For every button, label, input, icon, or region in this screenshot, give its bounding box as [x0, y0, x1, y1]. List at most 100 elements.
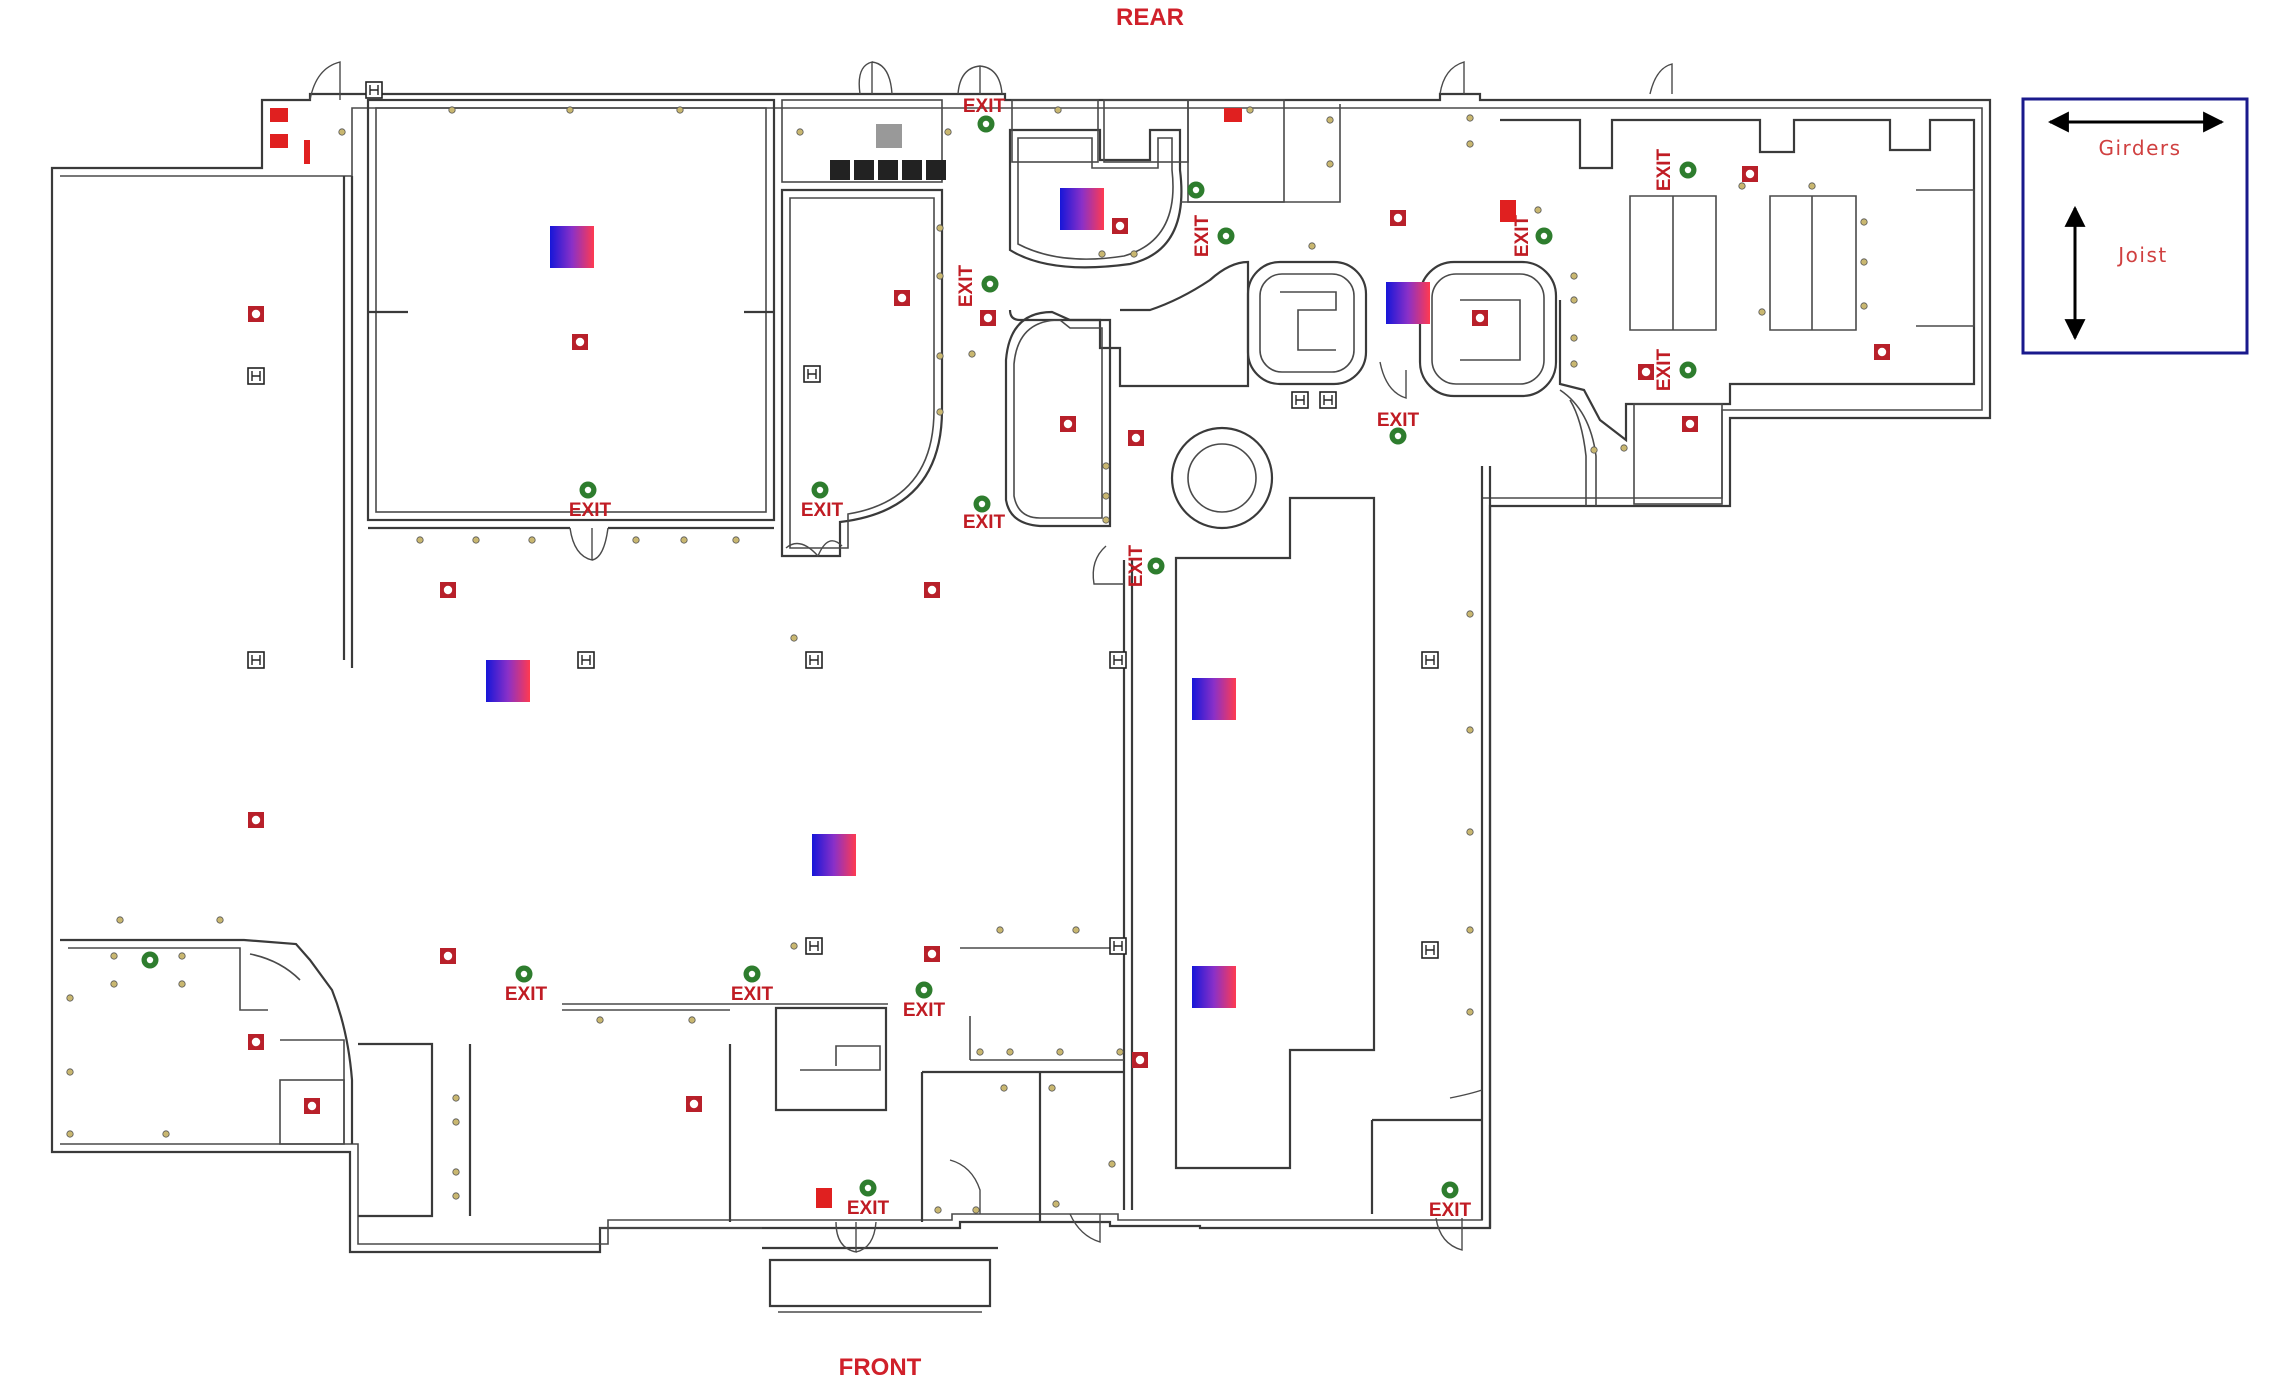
light-fixture-icon [66, 1130, 74, 1138]
light-fixture-icon [676, 106, 684, 114]
light-fixture-icon [1534, 206, 1542, 214]
light-fixture-icon [632, 536, 640, 544]
exit-light-icon [1217, 227, 1235, 245]
exit-light-icon [859, 1179, 877, 1197]
light-fixture-icon [528, 536, 536, 544]
junction-box-icon [805, 937, 823, 955]
sprinkler-head-icon [1112, 218, 1128, 234]
light-fixture-icon [796, 128, 804, 136]
light-fixture-icon [790, 942, 798, 950]
junction-box-icon [247, 651, 265, 669]
heater-unit-icon [812, 834, 856, 876]
light-fixture-icon [110, 980, 118, 988]
light-fixture-icon [1570, 334, 1578, 342]
sprinkler-head-icon [572, 334, 588, 350]
light-fixture-icon [968, 350, 976, 358]
exit-light-icon [977, 115, 995, 133]
joist-label: Joist [2116, 243, 2167, 267]
sprinkler-head-icon [1874, 344, 1890, 360]
exit-sign-icon: EXIT [731, 984, 774, 1005]
sprinkler-head-icon [1128, 430, 1144, 446]
exit-light-icon [981, 275, 999, 293]
sprinkler-head-icon [248, 812, 264, 828]
sprinkler-head-icon [1472, 310, 1488, 326]
light-fixture-icon [1738, 182, 1746, 190]
light-fixture-icon [1102, 516, 1110, 524]
exit-light-icon [515, 965, 533, 983]
junction-box-icon [805, 651, 823, 669]
exit-light-icon [1679, 361, 1697, 379]
exit-light-icon [141, 951, 159, 969]
rear-label: REAR [1116, 4, 1184, 31]
exit-sign-icon: EXIT [963, 96, 1006, 117]
sprinkler-head-icon [1132, 1052, 1148, 1068]
exit-light-icon [1679, 161, 1697, 179]
exit-sign-icon: EXIT [801, 500, 844, 521]
exit-sign-icon: EXIT [1512, 214, 1533, 257]
light-fixture-icon [596, 1016, 604, 1024]
junction-box-icon [577, 651, 595, 669]
door-swings [309, 61, 1673, 1253]
exit-sign-icon: EXIT [1654, 348, 1675, 391]
exit-light-icon [579, 481, 597, 499]
equipment-row-icon [830, 124, 946, 180]
light-fixture-icon [452, 1168, 460, 1176]
junction-box-icon [1421, 651, 1439, 669]
light-fixture-icon [1052, 1200, 1060, 1208]
light-fixture-icon [338, 128, 346, 136]
junction-box-icon [247, 367, 265, 385]
junction-box-icon [365, 81, 383, 99]
light-fixture-icon [1860, 258, 1868, 266]
light-fixture-icon [66, 994, 74, 1002]
heater-unit-icon [486, 660, 530, 702]
exit-sign-icon: EXIT [1126, 544, 1147, 587]
light-fixture-icon [116, 916, 124, 924]
exit-light-icon [811, 481, 829, 499]
girders-label: Girders [2098, 136, 2181, 160]
junction-box-icon [1291, 391, 1309, 409]
exit-sign-icon: EXIT [956, 264, 977, 307]
light-fixture-icon [1048, 1084, 1056, 1092]
light-fixture-icon [1326, 116, 1334, 124]
light-fixture-icon [1466, 828, 1474, 836]
sprinkler-head-icon [894, 290, 910, 306]
sprinkler-head-icon [1390, 210, 1406, 226]
fire-alarm-panel-icon [270, 108, 310, 164]
light-fixture-icon [178, 980, 186, 988]
light-fixture-icon [1006, 1048, 1014, 1056]
light-fixture-icon [1326, 160, 1334, 168]
light-fixture-icon [1130, 250, 1138, 258]
light-fixture-icon [566, 106, 574, 114]
sprinkler-head-icon [1638, 364, 1654, 380]
light-fixture-icon [790, 634, 798, 642]
sprinkler-head-icon [1682, 416, 1698, 432]
light-fixture-icon [416, 536, 424, 544]
light-fixture-icon [452, 1094, 460, 1102]
light-fixture-icon [178, 952, 186, 960]
exit-sign-icon: EXIT [847, 1198, 890, 1219]
sprinkler-head-icon [248, 1034, 264, 1050]
heater-unit-icon [550, 226, 594, 268]
junction-box-icon [1421, 941, 1439, 959]
legend-box: Girders Joist [2021, 97, 2249, 355]
heater-unit-icon [1060, 188, 1104, 230]
light-fixture-icon [472, 536, 480, 544]
light-fixture-icon [732, 536, 740, 544]
sprinkler-head-icon [1742, 166, 1758, 182]
fire-alarm-panel-icon [816, 108, 1516, 1208]
exit-light-icon [1187, 181, 1205, 199]
light-fixtures [66, 106, 1868, 1214]
light-fixture-icon [1308, 242, 1316, 250]
exit-sign-icon: EXIT [1429, 1200, 1472, 1221]
light-fixture-icon [976, 1048, 984, 1056]
exit-light-icon [1147, 557, 1165, 575]
light-fixture-icon [1102, 462, 1110, 470]
light-fixture-icon [1000, 1084, 1008, 1092]
heater-units [486, 188, 1430, 1008]
light-fixture-icon [110, 952, 118, 960]
sprinkler-head-icon [924, 582, 940, 598]
building-walls [50, 92, 1992, 1313]
junction-box-icon [1109, 937, 1127, 955]
sprinkler-head-icon [1060, 416, 1076, 432]
